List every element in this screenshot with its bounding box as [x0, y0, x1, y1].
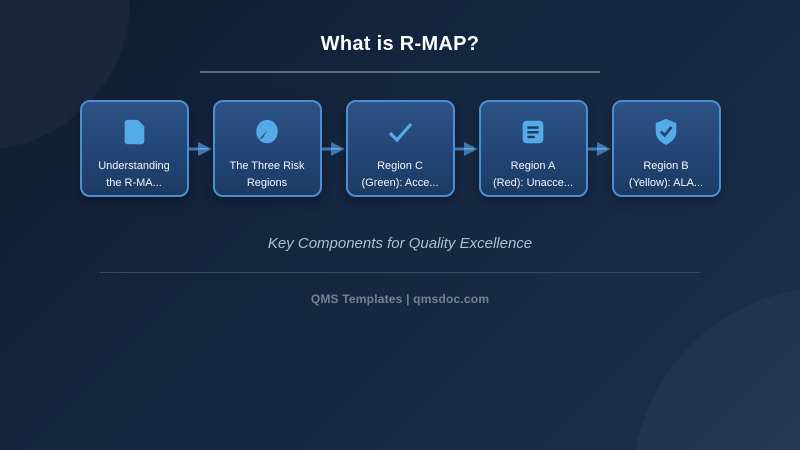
card-label: Understanding the R-MA...	[98, 160, 170, 189]
file-icon	[119, 115, 149, 149]
page-title: What is R-MAP?	[320, 33, 480, 55]
flow-card-region-b-yellow: Region B (Yellow): ALA...	[611, 100, 721, 197]
footer-divider	[100, 272, 700, 273]
flow-card-region-c-green: Region C (Green): Acce...	[345, 100, 455, 197]
flow-card-region-a-red: Region A (Red): Unacce...	[478, 100, 588, 197]
pie-chart-icon	[252, 115, 282, 149]
arrow-right-icon	[454, 140, 479, 158]
checkmark-icon	[384, 115, 416, 149]
arrow-right-icon	[321, 140, 346, 158]
arrow-right-icon	[188, 140, 213, 158]
title-divider	[200, 71, 600, 73]
subtitle: Key Components for Quality Excellence	[267, 235, 533, 252]
decorative-circle-bottom-right	[632, 287, 800, 450]
shield-check-icon	[651, 115, 681, 149]
flow-card-three-risk-regions: The Three Risk Regions	[212, 100, 322, 197]
arrow-right-icon	[587, 140, 612, 158]
document-lines-icon	[518, 115, 548, 149]
card-label: Region A (Red): Unacce...	[492, 160, 574, 189]
footer-credit: QMS Templates | qmsdoc.com	[310, 292, 490, 306]
process-flow: Understanding the R-MA... The Three Risk	[0, 100, 800, 197]
card-label: The Three Risk Regions	[229, 160, 305, 189]
card-label: Region B (Yellow): ALA...	[628, 160, 704, 189]
card-label: Region C (Green): Acce...	[361, 160, 439, 189]
flow-card-understanding-rmap: Understanding the R-MA...	[79, 100, 189, 197]
